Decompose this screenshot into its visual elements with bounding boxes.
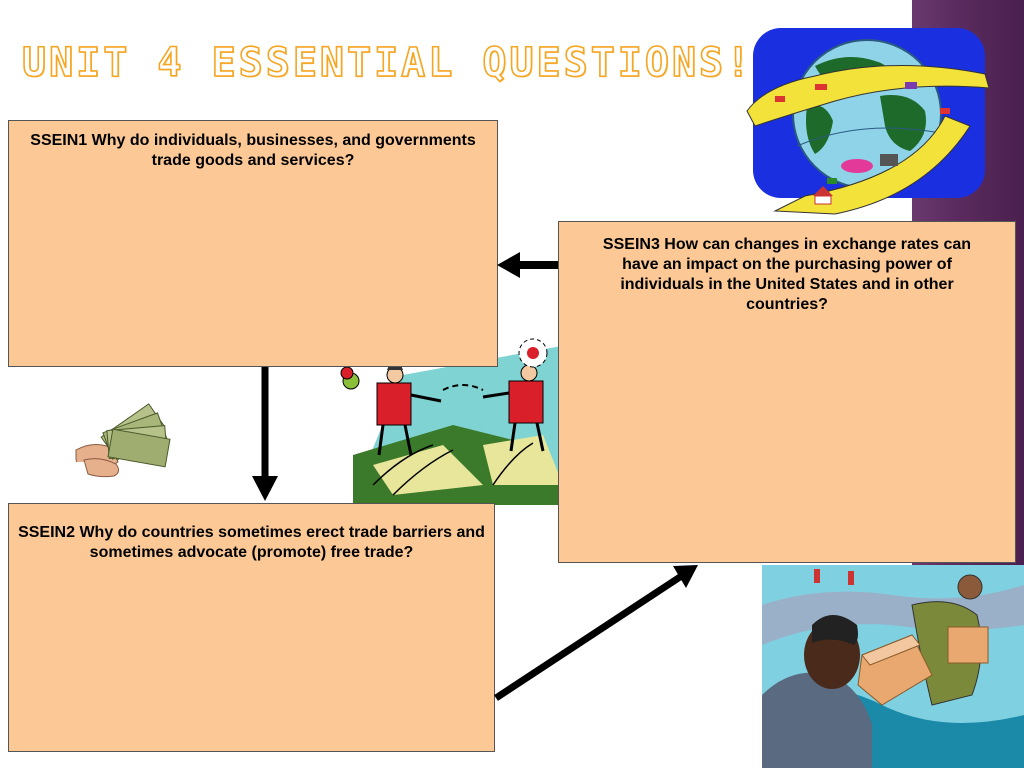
- question-text-ssein3: SSEIN3 How can changes in exchange rates…: [602, 236, 972, 313]
- question-box-ssein1: SSEIN1 Why do individuals, businesses, a…: [8, 120, 498, 367]
- arrow-ssein2-to-ssein3: [494, 565, 698, 701]
- arrow-ssein1-to-ssein2: [252, 367, 278, 501]
- money-in-hand-clipart: [75, 403, 171, 502]
- businessmen-exchange-clipart: [762, 565, 1024, 768]
- arrow-ssein3-to-ssein1: [497, 252, 558, 278]
- question-box-ssein2: SSEIN2 Why do countries sometimes erect …: [8, 503, 495, 752]
- question-text-ssein1: SSEIN1 Why do individuals, businesses, a…: [30, 132, 476, 169]
- slide-title: UNIT 4 ESSENTIAL QUESTIONS!: [21, 39, 754, 87]
- globe-trade-clipart: [746, 28, 990, 215]
- question-box-ssein3: SSEIN3 How can changes in exchange rates…: [558, 221, 1016, 563]
- people-trading-clipart: [340, 338, 586, 505]
- question-text-ssein2: SSEIN2 Why do countries sometimes erect …: [18, 524, 485, 561]
